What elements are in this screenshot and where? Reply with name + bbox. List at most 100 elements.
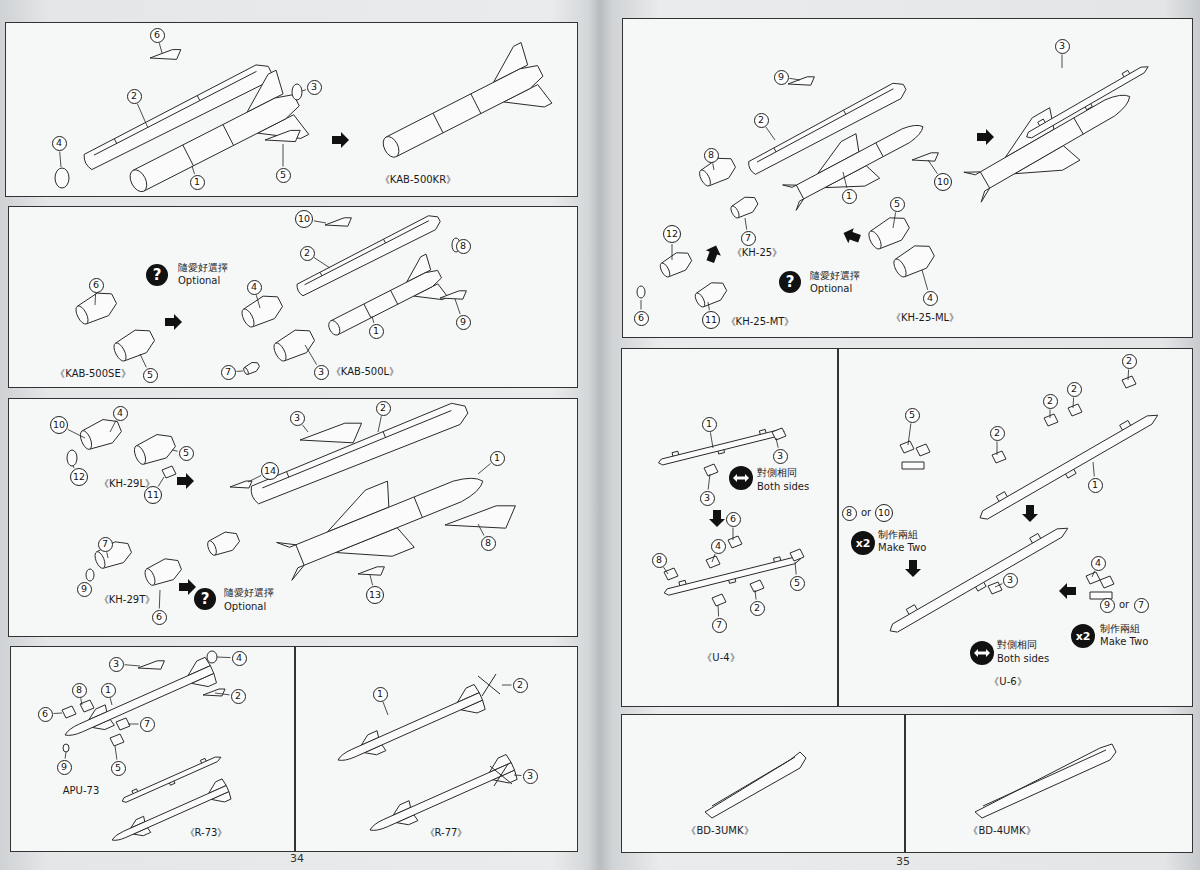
callout-number: 1	[490, 451, 505, 466]
model-name: 《KAB-500L》	[331, 366, 399, 378]
cap-part	[637, 286, 645, 298]
cap-part	[86, 569, 94, 581]
missile-body	[778, 104, 935, 219]
tail-fins	[490, 764, 512, 786]
callout-number: 7	[98, 537, 113, 552]
small-part	[162, 466, 176, 478]
panel-grounds	[5, 18, 1193, 853]
note-text: or	[1119, 599, 1129, 611]
note-text: Both sides	[757, 481, 809, 493]
leader-line	[302, 425, 308, 432]
leader-line	[908, 423, 911, 445]
seeker-part	[72, 287, 120, 328]
leader-line	[237, 371, 244, 372]
fin-part	[138, 661, 164, 669]
leader-line	[73, 466, 74, 468]
callout-label: 5	[147, 370, 153, 380]
small-part	[750, 580, 764, 592]
callout-label: 2	[131, 91, 137, 101]
callout-label: 4	[251, 282, 257, 292]
panel-ground	[622, 18, 1193, 338]
leader-line	[712, 554, 715, 562]
callout-label: 3	[1059, 41, 1065, 51]
seeker-part	[110, 324, 158, 365]
ring-part	[55, 168, 69, 188]
callout-number: 8	[704, 148, 719, 163]
leader-line	[248, 476, 261, 483]
step-arrow	[1059, 583, 1076, 599]
callout-number: 2	[1122, 354, 1137, 369]
callout-number: 12	[663, 225, 681, 243]
callout-number: 4	[1091, 556, 1106, 571]
callout-number: 11	[702, 311, 720, 329]
small-part	[116, 718, 130, 730]
panel-ground	[621, 714, 1193, 853]
step-arrow	[179, 579, 196, 595]
leader-line	[159, 43, 162, 53]
pylon-rail	[662, 552, 802, 599]
leader-line	[128, 724, 139, 725]
callout-label: 2	[1071, 384, 1077, 394]
callout-label: 4	[715, 541, 721, 551]
leader-line	[745, 218, 747, 230]
leader-line	[372, 316, 374, 323]
callout-label: 6	[42, 709, 48, 719]
callout-label: 2	[1047, 396, 1053, 406]
seeker-part	[238, 290, 286, 331]
fin-part	[203, 689, 225, 696]
leader-line	[192, 166, 195, 174]
model-name: 《KH-25-ML》	[891, 312, 959, 324]
callout-number: 10	[50, 416, 68, 434]
leader-line	[107, 552, 108, 558]
model-name: 《BD-3UMK》	[686, 825, 753, 837]
note-text: 對側相同	[757, 467, 797, 479]
leader-line	[843, 172, 847, 188]
small-part	[916, 444, 930, 456]
step-panel: 《R-77》123	[295, 646, 578, 852]
leader-line	[718, 605, 720, 617]
callout-label: 1	[846, 191, 852, 201]
leader-line	[766, 127, 775, 140]
callout-label: 9	[81, 584, 87, 594]
leader-line	[256, 295, 260, 308]
callout-number: 7	[1134, 598, 1149, 613]
callout-label: 5	[909, 410, 915, 420]
pylon-rail	[975, 406, 1163, 526]
assembled-missile	[364, 754, 518, 842]
callout-label: 2	[758, 115, 764, 125]
callout-number: 9	[1100, 598, 1115, 613]
quantity-badge: x2	[1071, 624, 1095, 648]
seeker-part	[692, 278, 729, 310]
callout-number: 3	[1003, 573, 1018, 588]
small-part	[900, 441, 914, 453]
step-arrow	[332, 132, 349, 148]
leader-line	[713, 163, 714, 170]
model-name: 《U-4》	[702, 652, 739, 664]
callout-number: 7	[712, 618, 727, 633]
leader-line	[922, 270, 928, 290]
small-part	[110, 734, 124, 746]
callout-number: 6	[150, 28, 165, 43]
callout-number: 10	[934, 173, 952, 191]
callout-label: 7	[225, 367, 231, 377]
tip-part	[242, 360, 260, 376]
callout-number: 2	[990, 426, 1005, 441]
leader-line	[1073, 398, 1075, 409]
step-panel: 《BD-3UMK》	[621, 714, 905, 853]
model-name: 《U-6》	[989, 676, 1026, 688]
callout-number: 3	[1055, 39, 1070, 54]
callout-label: 10	[878, 508, 890, 518]
callout-label: 7	[102, 539, 108, 549]
pylon-detail	[712, 757, 795, 806]
step-panel: 對側相同Both sides《U-4》133648527	[621, 348, 838, 707]
callout-number: 2	[376, 401, 391, 416]
leader-line	[81, 698, 82, 705]
callout-label: 10	[937, 177, 949, 187]
launcher-rail	[1023, 61, 1151, 143]
callout-label: 2	[517, 680, 523, 690]
small-part	[772, 428, 786, 440]
callout-number: 6	[634, 311, 649, 326]
note-text: Optional	[224, 601, 266, 613]
callout-number: 8	[842, 506, 857, 521]
